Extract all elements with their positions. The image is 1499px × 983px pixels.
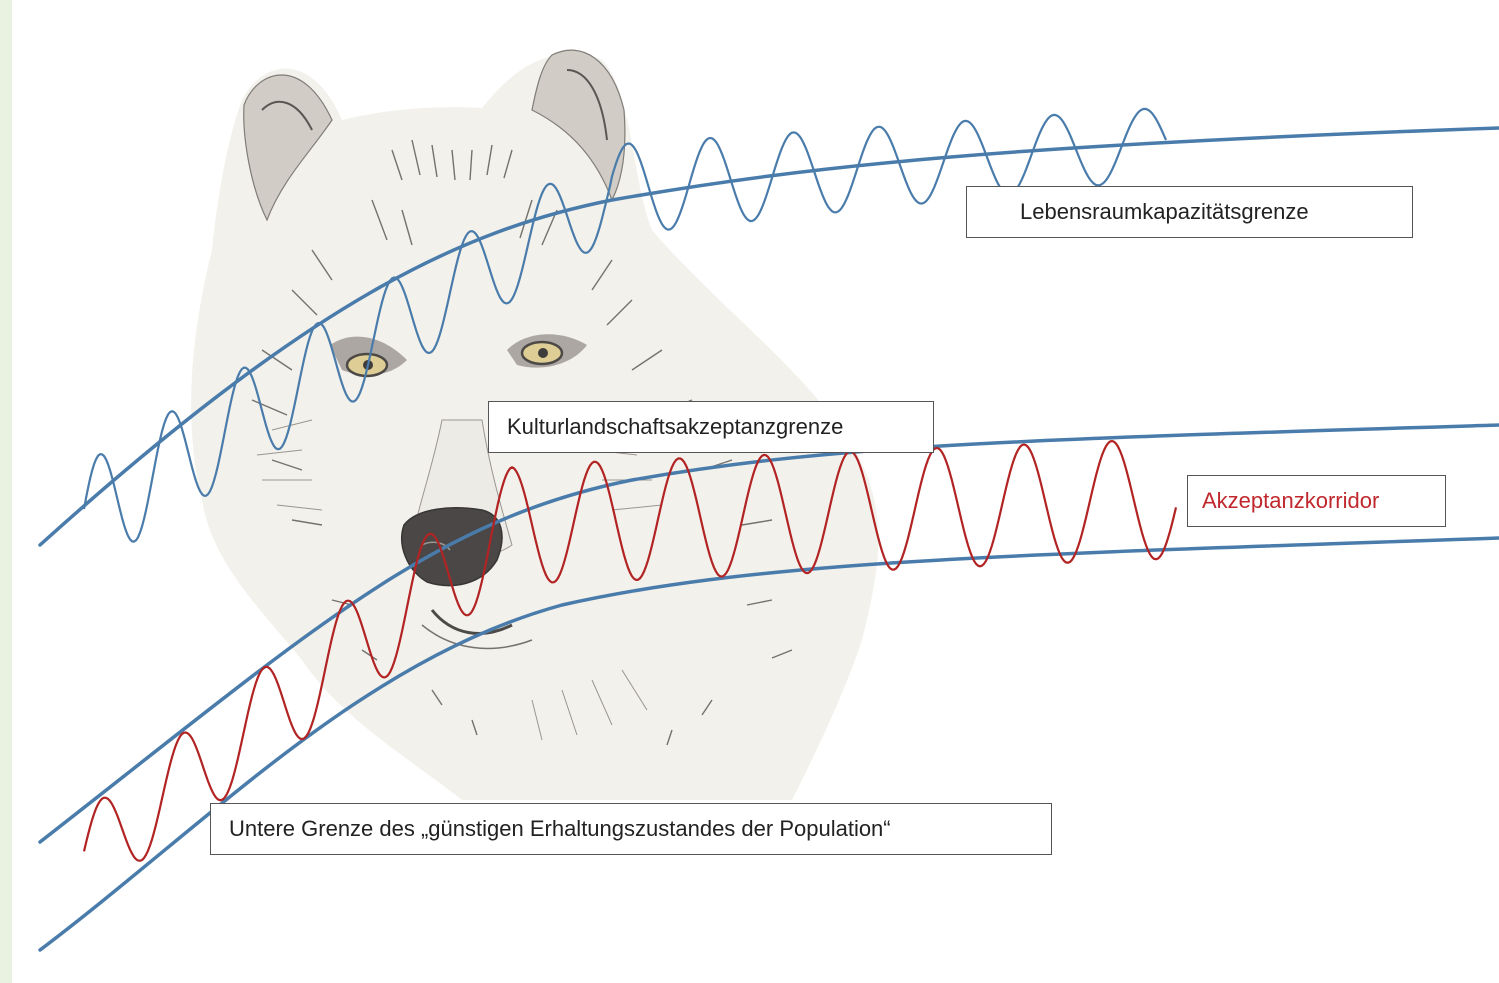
label-kulturlandschaftsakzeptanzgrenze: Kulturlandschaftsakzeptanzgrenze [488,401,934,453]
label-untere-grenze: Untere Grenze des „günstigen Erhaltungsz… [210,803,1052,855]
label-lebensraumkapazitaetsgrenze: Lebensraumkapazitätsgrenze [966,186,1413,238]
label-akzeptanzkorridor: Akzeptanzkorridor [1187,475,1446,527]
diagram-canvas: Lebensraumkapazitätsgrenze Kulturlandsch… [12,0,1499,983]
